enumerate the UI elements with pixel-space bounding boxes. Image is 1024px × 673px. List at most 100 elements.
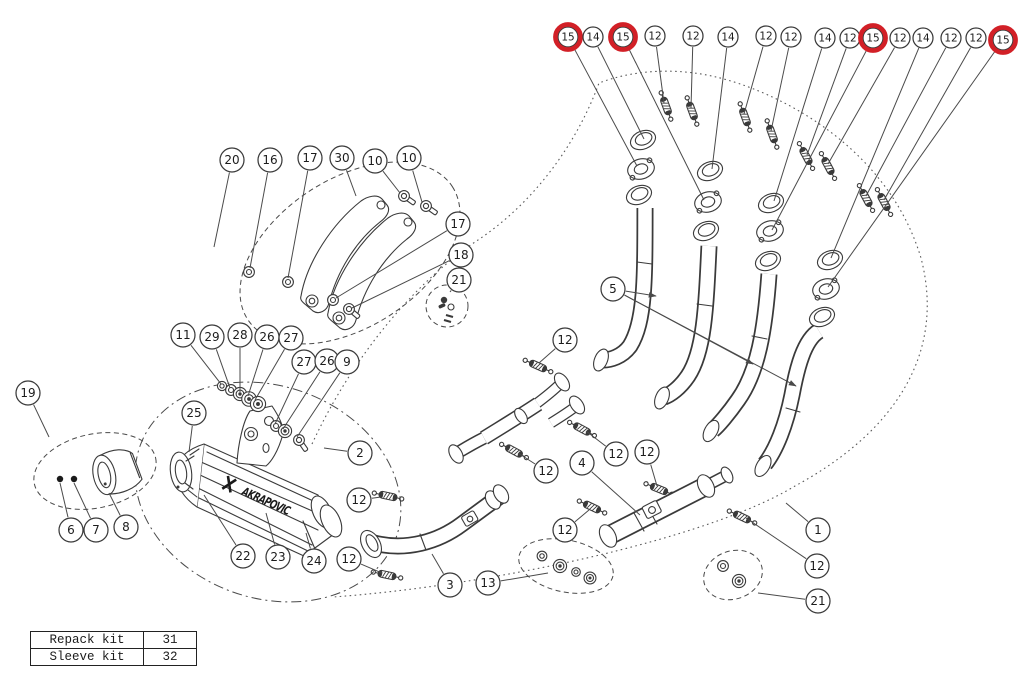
svg-text:5: 5 bbox=[609, 282, 617, 296]
kit-label-cell: Sleeve kit bbox=[30, 648, 144, 666]
svg-text:16: 16 bbox=[262, 153, 277, 167]
callout-14: 14 bbox=[913, 28, 933, 48]
svg-text:12: 12 bbox=[944, 33, 957, 45]
svg-text:17: 17 bbox=[450, 217, 465, 231]
leader-line-24 bbox=[306, 533, 310, 549]
callout-12: 12 bbox=[781, 27, 801, 47]
svg-text:12: 12 bbox=[351, 493, 366, 507]
leader-line-7 bbox=[74, 483, 91, 518]
collector-drawing bbox=[446, 370, 588, 465]
callout-15-highlighted: 15 bbox=[555, 24, 580, 49]
callout-12: 12 bbox=[635, 440, 659, 464]
svg-text:11: 11 bbox=[175, 328, 190, 342]
callout-26: 26 bbox=[255, 325, 279, 349]
svg-text:28: 28 bbox=[232, 328, 247, 342]
svg-text:12: 12 bbox=[557, 523, 572, 537]
svg-text:12: 12 bbox=[893, 33, 906, 45]
callout-29: 29 bbox=[200, 325, 224, 349]
svg-text:15: 15 bbox=[996, 35, 1009, 47]
leader-line-21 bbox=[758, 593, 805, 599]
callout-12: 12 bbox=[553, 328, 577, 352]
leader-line-12 bbox=[372, 497, 381, 498]
callout-25: 25 bbox=[182, 401, 206, 425]
bike-silhouette-outline bbox=[312, 71, 927, 597]
callout-10: 10 bbox=[363, 149, 387, 173]
leader-line-3 bbox=[432, 554, 444, 574]
callout-17: 17 bbox=[446, 212, 470, 236]
svg-text:17: 17 bbox=[302, 151, 317, 165]
leader-line-4 bbox=[592, 472, 640, 515]
callout-12: 12 bbox=[756, 26, 776, 46]
svg-text:12: 12 bbox=[648, 31, 661, 43]
leader-line-12 bbox=[828, 48, 895, 164]
svg-text:1: 1 bbox=[814, 523, 822, 537]
leader-line-17 bbox=[336, 231, 447, 298]
svg-text:12: 12 bbox=[686, 31, 699, 43]
leader-line-25 bbox=[189, 426, 192, 452]
svg-text:12: 12 bbox=[538, 464, 553, 478]
callout-12: 12 bbox=[534, 459, 558, 483]
leader-line-15 bbox=[828, 49, 997, 287]
callout-12: 12 bbox=[337, 547, 361, 571]
hanger-bracket-drawing bbox=[301, 196, 416, 329]
leader-line-12 bbox=[657, 47, 665, 103]
callout-21: 21 bbox=[806, 589, 830, 613]
leader-line-30 bbox=[347, 170, 357, 196]
svg-text:15: 15 bbox=[616, 32, 629, 44]
svg-text:14: 14 bbox=[721, 32, 735, 44]
leader-line-23 bbox=[266, 513, 275, 545]
endcap-group-outline bbox=[27, 422, 164, 520]
leader-line-14 bbox=[712, 48, 727, 169]
callout-22: 22 bbox=[231, 544, 255, 568]
callout-21: 21 bbox=[447, 268, 471, 292]
leader-line-9 bbox=[297, 373, 340, 437]
svg-text:23: 23 bbox=[270, 550, 285, 564]
svg-text:21: 21 bbox=[810, 594, 825, 608]
svg-text:25: 25 bbox=[186, 406, 201, 420]
link-pipe-drawing bbox=[356, 482, 512, 561]
svg-text:2: 2 bbox=[356, 446, 364, 460]
highlight-ring bbox=[990, 27, 1015, 52]
gasket-kit-outline bbox=[514, 531, 619, 602]
svg-text:20: 20 bbox=[224, 153, 239, 167]
leader-line-2 bbox=[324, 448, 347, 451]
callout-23: 23 bbox=[266, 545, 290, 569]
leader-lines bbox=[34, 47, 997, 600]
leader-line-17 bbox=[288, 171, 308, 278]
svg-text:26: 26 bbox=[259, 330, 274, 344]
callout-12: 12 bbox=[966, 28, 986, 48]
svg-text:12: 12 bbox=[843, 33, 856, 45]
highlight-ring bbox=[610, 24, 635, 49]
muffler-drawing: AKRAPOVIC bbox=[168, 406, 346, 556]
callout-30: 30 bbox=[330, 146, 354, 170]
callout-20: 20 bbox=[220, 148, 244, 172]
callout-14: 14 bbox=[815, 28, 835, 48]
callout-27: 27 bbox=[279, 326, 303, 350]
svg-text:27: 27 bbox=[296, 355, 311, 369]
svg-text:14: 14 bbox=[818, 33, 832, 45]
leader-line-12 bbox=[807, 48, 846, 155]
callout-28: 28 bbox=[228, 323, 252, 347]
leader-line-21 bbox=[450, 290, 451, 292]
callout-14: 14 bbox=[583, 27, 603, 47]
kit-value-cell: 31 bbox=[143, 631, 197, 649]
leader-line-12 bbox=[651, 465, 657, 487]
grommet-kit-outline bbox=[697, 542, 770, 608]
leader-line-13 bbox=[501, 573, 548, 581]
callout-5: 5 bbox=[601, 277, 625, 301]
leader-line-10 bbox=[383, 171, 400, 193]
leader-line-10 bbox=[413, 171, 422, 203]
callout-8: 8 bbox=[114, 515, 138, 539]
leader-line-26 bbox=[248, 349, 263, 396]
callout-12: 12 bbox=[683, 26, 703, 46]
svg-text:14: 14 bbox=[916, 33, 930, 45]
svg-text:30: 30 bbox=[334, 151, 349, 165]
callout-1: 1 bbox=[806, 518, 830, 542]
kit-value-cell: 32 bbox=[143, 648, 197, 666]
callout-10: 10 bbox=[397, 146, 421, 170]
svg-text:10: 10 bbox=[401, 151, 416, 165]
callout-6: 6 bbox=[59, 518, 83, 542]
leader-line-6 bbox=[60, 483, 68, 517]
leader-line-15 bbox=[628, 47, 704, 200]
svg-text:29: 29 bbox=[204, 330, 219, 344]
